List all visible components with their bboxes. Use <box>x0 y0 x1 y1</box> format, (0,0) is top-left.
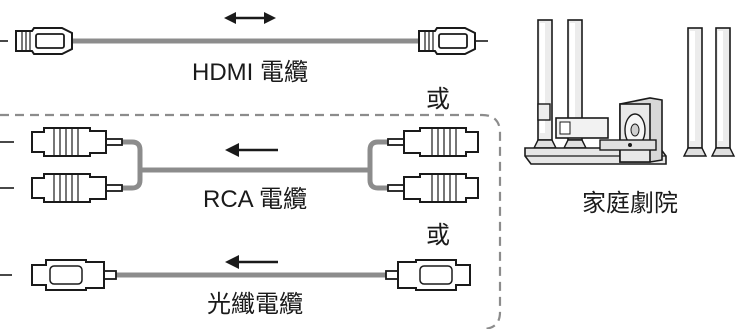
or-label-2: 或 <box>426 222 450 249</box>
tower-speaker-back-right <box>683 27 707 157</box>
home-theater-label: 家庭劇院 <box>582 190 678 217</box>
satellite-speaker <box>537 103 551 121</box>
optical-plug-right <box>385 259 471 291</box>
hdmi-plug-left <box>15 27 73 55</box>
av-receiver <box>599 139 657 151</box>
subwoofer <box>619 97 663 163</box>
home-theater-illustration <box>524 19 735 165</box>
double-arrow-icon <box>224 12 276 24</box>
hdmi-plug-right <box>418 27 476 55</box>
rca-plug-left-top <box>31 127 123 157</box>
rca-cable-label: RCA 電纜 <box>203 186 307 213</box>
left-arrow-icon <box>225 143 278 157</box>
left-arrow-icon <box>225 255 278 269</box>
dashed-group-box <box>0 113 502 329</box>
rca-plug-right-bottom <box>387 173 479 203</box>
optical-cable-label: 光纖電纜 <box>207 291 303 318</box>
or-label-1: 或 <box>426 86 450 113</box>
tower-speaker-back-left <box>533 19 557 149</box>
optical-plug-left <box>31 259 117 291</box>
rca-cable-lower <box>122 170 388 191</box>
hdmi-cable-label: HDMI 電纜 <box>192 59 308 86</box>
rca-cable-row: RCA 電纜 <box>0 127 479 213</box>
hdmi-cable-row: HDMI 電纜 <box>0 12 488 86</box>
optical-cable-row: 光纖電纜 <box>0 255 471 318</box>
rca-plug-left-bottom <box>31 173 123 203</box>
center-speaker <box>555 117 609 139</box>
tower-speaker-right <box>711 27 735 157</box>
rca-plug-right-top <box>387 127 479 157</box>
rca-cable-upper <box>122 139 388 173</box>
